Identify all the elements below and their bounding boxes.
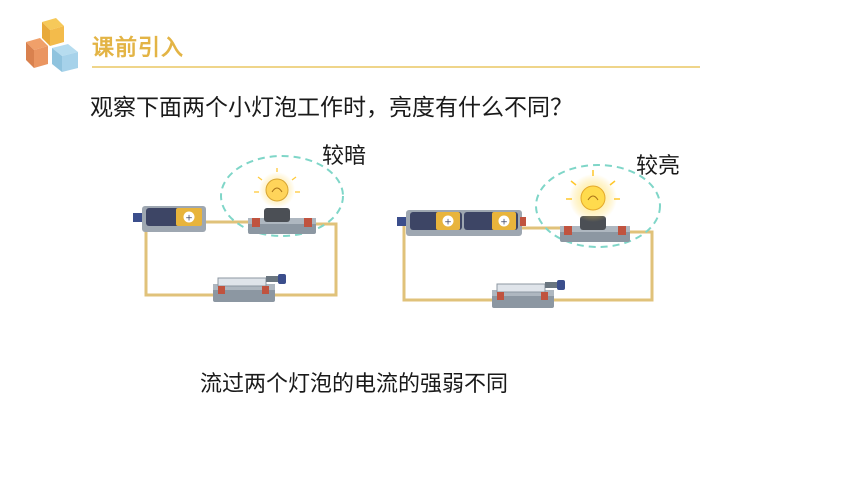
title-divider	[92, 66, 700, 68]
dim-bulb	[248, 168, 316, 234]
switch-right	[492, 280, 565, 308]
bright-bulb-label: 较亮	[636, 154, 681, 179]
conclusion-text: 流过两个灯泡的电流的强弱不同	[200, 372, 509, 397]
switch-left	[213, 274, 286, 302]
bright-bulb-highlight-circle	[535, 164, 661, 248]
battery-right-pair: + +	[397, 210, 526, 236]
svg-text:+: +	[444, 218, 452, 228]
svg-text:+: +	[500, 218, 508, 228]
battery-left: +	[133, 206, 206, 232]
dim-bulb-label: 较暗	[322, 144, 367, 169]
section-title: 课前引入	[92, 36, 185, 61]
bright-bulb	[560, 170, 630, 242]
circuit-right: + +	[397, 164, 661, 308]
dim-bulb-highlight-circle	[220, 155, 344, 237]
circuit-left: +	[133, 155, 344, 302]
question-text: 观察下面两个小灯泡工作时，亮度有什么不同？	[90, 95, 573, 121]
svg-text:+: +	[185, 214, 193, 224]
stacked-cubes-icon	[26, 18, 78, 72]
